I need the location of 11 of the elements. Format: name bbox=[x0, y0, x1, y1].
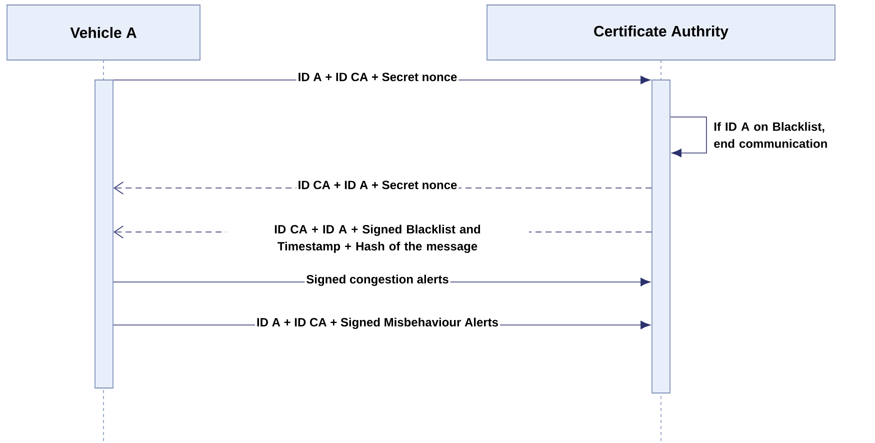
edge-label: Signed congestion alerts bbox=[304, 273, 450, 288]
edge-label: If ID A on Blacklist, end communication bbox=[714, 122, 827, 148]
self-message-arrow bbox=[670, 116, 707, 158]
edge-label: ID A + ID CA + Signed Misbehaviour Alerts bbox=[254, 316, 500, 330]
participant-box: Vehicle A bbox=[6, 4, 200, 60]
edge-label: ID CA + ID A + Secret nonce bbox=[296, 179, 459, 191]
activation-bar bbox=[652, 80, 670, 394]
participant-box: Certificate Authrity bbox=[486, 4, 836, 60]
edge-label: ID CA + ID A + Signed Blacklist and Timestamp + Hash of the message bbox=[226, 223, 529, 254]
activation-bar bbox=[94, 80, 114, 388]
edge-label: ID A + ID CA + Secret nonce bbox=[296, 71, 459, 83]
